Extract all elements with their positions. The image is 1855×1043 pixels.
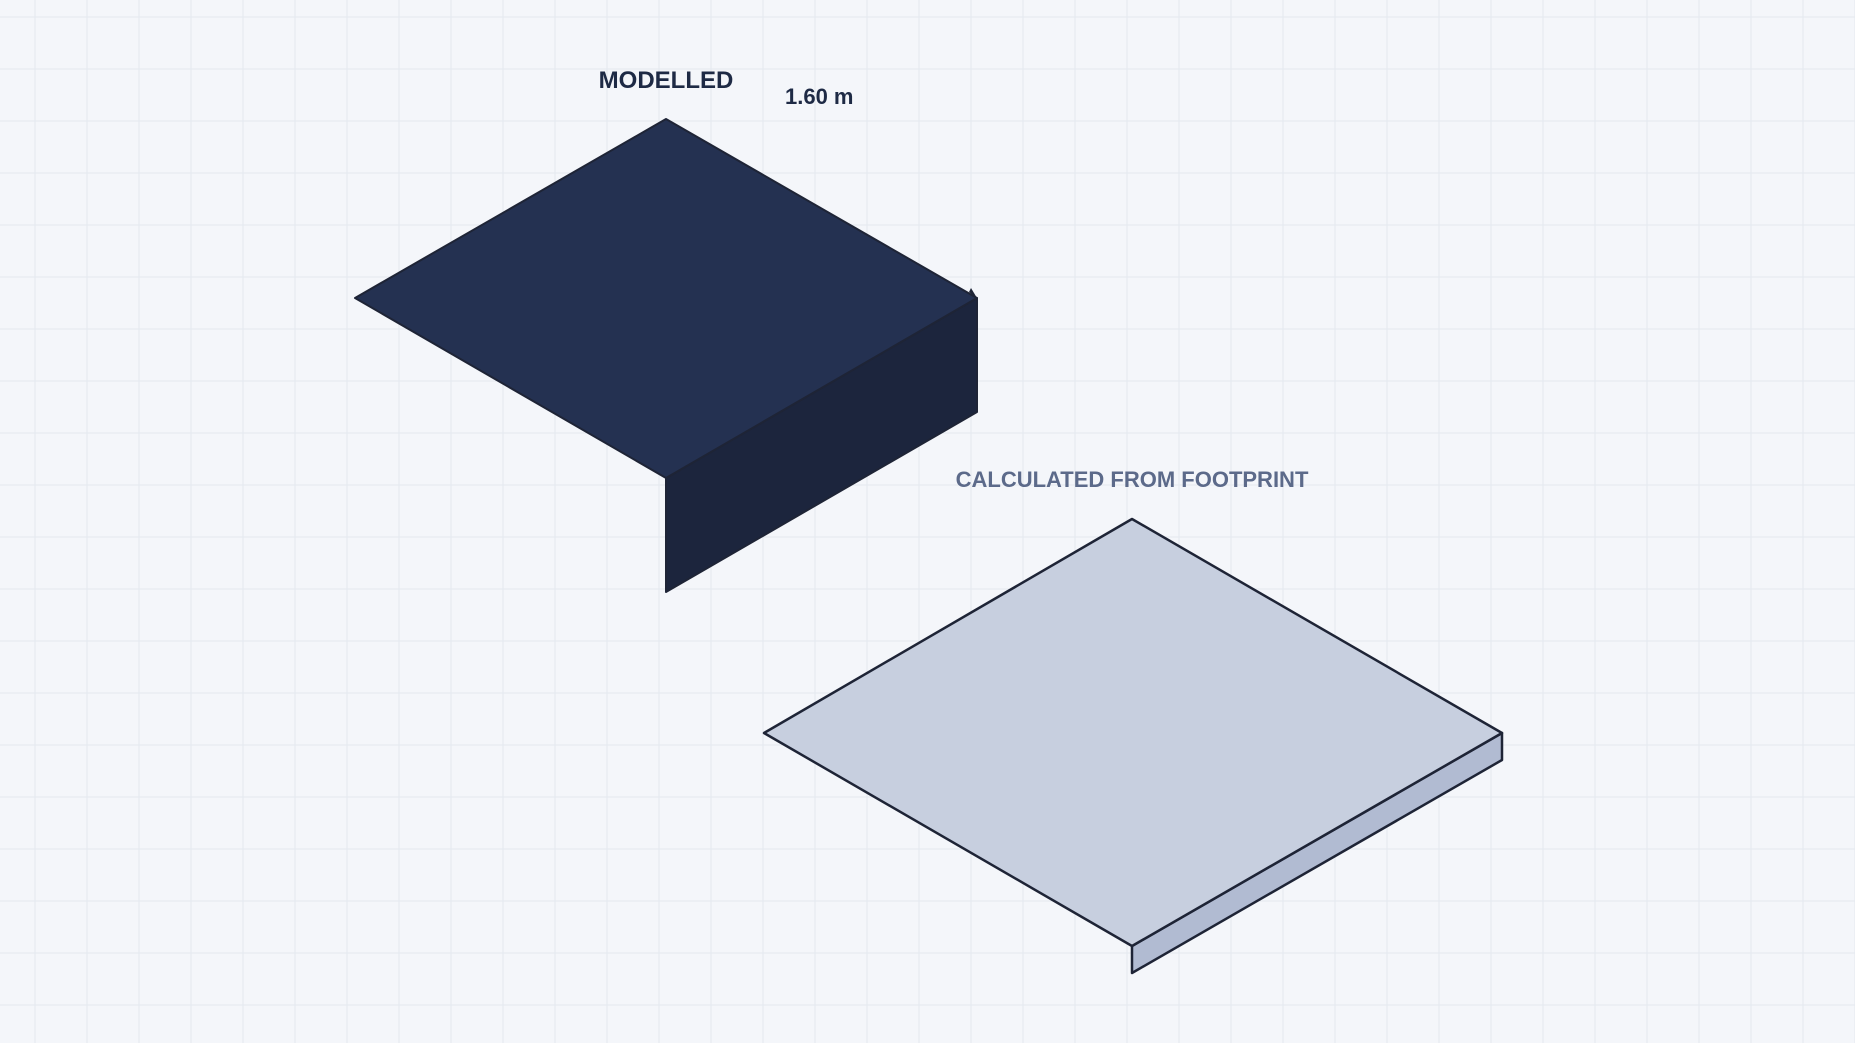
modelled-title: MODELLED <box>599 67 734 94</box>
modelled-block: MODELLED 1.60 m <box>354 67 978 593</box>
modelled-dimension-label: 1.60 m <box>785 84 854 109</box>
calculated-title: CALCULATED FROM FOOTPRINT <box>956 467 1309 492</box>
modelled-block-top-face <box>354 118 978 479</box>
calculated-slab-top-face <box>762 517 1504 948</box>
modelled-corner-marker <box>969 288 977 298</box>
calculated-slab: CALCULATED FROM FOOTPRINT <box>762 467 1504 975</box>
